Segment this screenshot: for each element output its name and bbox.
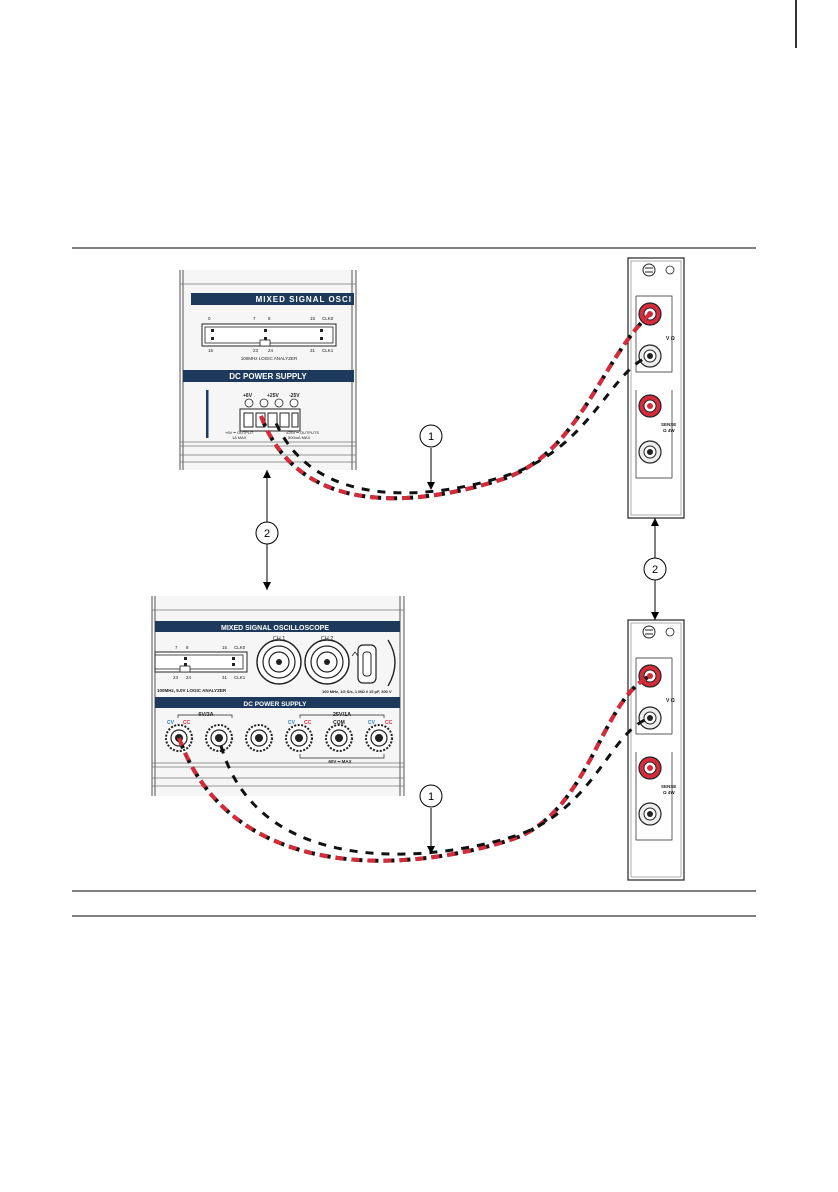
bnc-partial-edge — [387, 639, 396, 687]
top-output-left-2: 1A MAX — [232, 435, 247, 440]
top-pin-15: 15 — [310, 316, 316, 321]
top-side-bar — [206, 390, 209, 438]
top-term-25v: +25V — [267, 393, 279, 399]
top-mso-banner-text: MIXED SIGNAL OSCI — [256, 295, 352, 304]
bottom-group-6v: 6V/3A — [198, 712, 213, 718]
top-pin-8: 8 — [268, 316, 271, 321]
top-pin-31: 31 — [310, 348, 316, 353]
cv-label-1: CV — [167, 720, 175, 726]
callout-top-wire: 1 — [419, 424, 443, 490]
top-term-neg25v: -25V — [289, 393, 300, 399]
bottom-max-note: 60V ━ MAX — [328, 759, 351, 764]
callout-bottom-wire: 1 — [419, 784, 443, 854]
top-pin-clk1: CLK1 — [322, 348, 334, 353]
bottom-pin-8: 8 — [186, 645, 189, 650]
callout-top-wire-num: 1 — [428, 431, 434, 443]
callout-right-arrow: 2 — [643, 518, 667, 620]
top-pin-7: 7 — [253, 316, 256, 321]
com-label: COM — [333, 720, 345, 726]
top-output-right-2: 500mA MAX — [288, 435, 311, 440]
cv-label-2: CV — [288, 720, 296, 726]
top-term-6v: +6V — [243, 393, 253, 399]
dmm-bottom-jack-4 — [638, 802, 662, 826]
bottom-ch1-label: CH 1 — [273, 636, 286, 642]
dmm-bottom-jack-2 — [638, 706, 662, 730]
dmm-top-vohm: V Ω — [666, 336, 675, 342]
bottom-twisted-pair — [177, 674, 651, 863]
dmm-panel-top: V Ω SENSE Ω 4W — [627, 257, 685, 519]
bottom-ch2-label: CH 2 — [321, 636, 334, 642]
bottom-pin-24: 24 — [186, 675, 192, 680]
top-power-banner-text: DC POWER SUPPLY — [229, 372, 307, 381]
bottom-pin-clk1: CLK1 — [234, 675, 246, 680]
top-twisted-pair — [259, 312, 652, 501]
top-pin-clk0: CLK0 — [322, 316, 334, 321]
bottom-analyzer-label: 100MHz, 5.0V LOGIC ANALYZER — [157, 688, 227, 693]
top-pin-24: 24 — [268, 348, 274, 353]
bottom-power-banner — [155, 697, 400, 708]
bottom-pin-31: 31 — [222, 675, 228, 680]
callout-left-num: 2 — [264, 528, 270, 540]
binding-post-4 — [285, 724, 313, 752]
binding-post-2 — [205, 724, 233, 752]
bottom-pin-7: 7 — [175, 645, 178, 650]
top-output-right-1: ±25V ━ OUTPUTS — [286, 430, 319, 435]
binding-post-5 — [325, 724, 353, 752]
top-analyzer-label: 100MHz LOGIC ANALYZER — [241, 356, 298, 361]
dmm-top-jack-3 — [638, 394, 662, 418]
dmm-bottom-vohm: V Ω — [666, 698, 675, 704]
bnc-ch2 — [304, 639, 350, 685]
top-device-panel: MIXED SIGNAL OSCI 0 7 8 15 CLK0 16 23 24… — [179, 270, 357, 470]
bottom-pin-23: 23 — [173, 675, 179, 680]
bottom-power-banner-text: DC POWER SUPPLY — [244, 701, 308, 708]
bottom-device-panel: MIXED SIGNAL OSCILLOSCOPE 7 8 15 CLK0 23… — [151, 596, 405, 796]
cc-label-1: CC — [183, 720, 191, 726]
bottom-pin-clk0: CLK0 — [234, 645, 246, 650]
cv-label-3: CV — [368, 720, 376, 726]
bottom-scope-spec: 100 MHz, 1G S/s, 1 MΩ ‖ 15 pF, 300 V — [322, 689, 392, 694]
probe-comp-terminal — [351, 644, 377, 684]
cc-label-2: CC — [304, 720, 312, 726]
bottom-logic-connector — [154, 651, 248, 673]
binding-post-3 — [245, 724, 273, 752]
dmm-top-jack-4 — [638, 440, 662, 464]
bottom-mso-banner — [155, 621, 400, 632]
bottom-group-25v: 25V/1A — [333, 712, 351, 718]
dmm-panel-bottom: V Ω SENSE Ω 4W — [627, 619, 685, 881]
callout-bottom-wire-num: 1 — [428, 791, 434, 803]
dmm-top-sense: SENSE — [661, 422, 676, 427]
top-pin-16: 16 — [208, 348, 214, 353]
callout-right-num: 2 — [652, 564, 658, 576]
dmm-bottom-jack-1 — [638, 664, 662, 688]
top-logic-connector — [201, 323, 337, 347]
bottom-pin-15: 15 — [222, 645, 228, 650]
callout-left-arrow: 2 — [255, 470, 279, 590]
dmm-bottom-jack-3 — [638, 756, 662, 780]
dmm-bottom-sense: SENSE — [661, 784, 676, 789]
top-pin-0: 0 — [208, 316, 211, 321]
dmm-top-sense-4w: Ω 4W — [663, 428, 675, 433]
bottom-mso-banner-text: MIXED SIGNAL OSCILLOSCOPE — [221, 625, 329, 632]
cc-label-3: CC — [385, 720, 393, 726]
top-power-banner — [183, 370, 354, 382]
top-mso-banner — [191, 293, 354, 305]
bnc-ch1 — [256, 639, 302, 685]
top-output-left-1: +6V ━ OUTPUT — [225, 430, 254, 435]
top-pin-23: 23 — [253, 348, 259, 353]
binding-post-6 — [365, 724, 393, 752]
dmm-bottom-sense-4w: Ω 4W — [663, 790, 675, 795]
